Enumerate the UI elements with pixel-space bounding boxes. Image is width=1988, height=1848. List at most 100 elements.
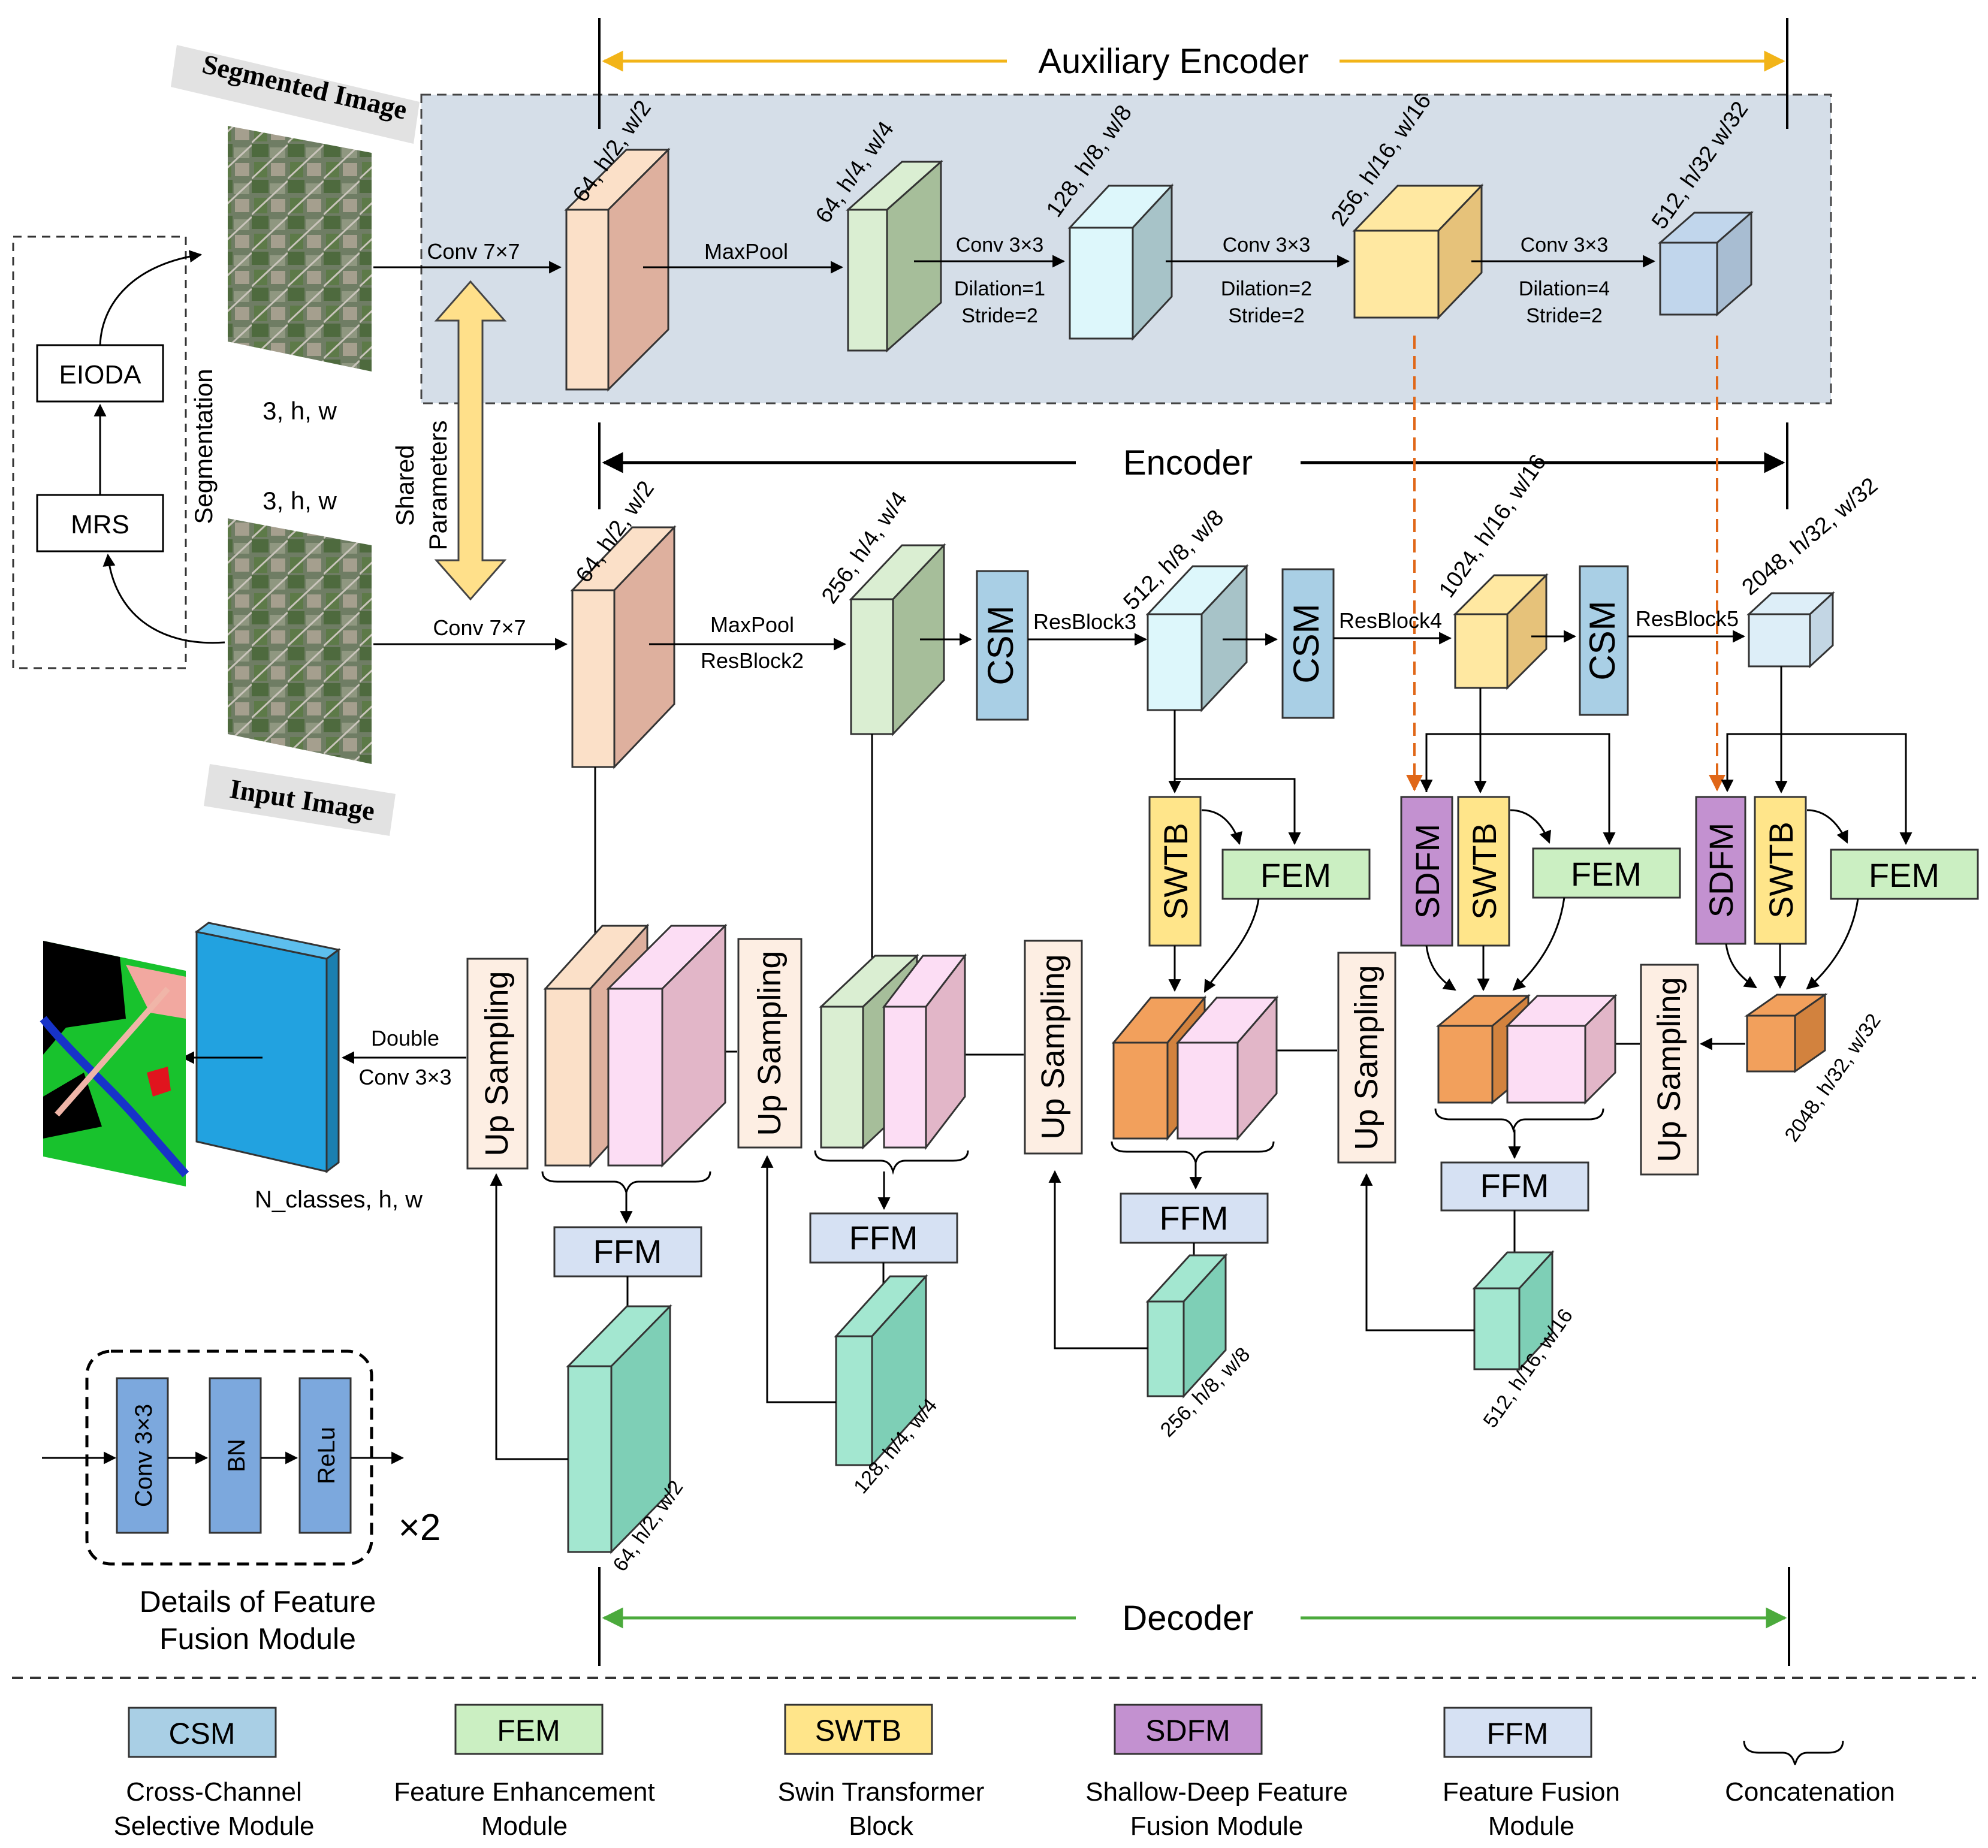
csm-block-2 bbox=[1281, 568, 1335, 719]
concat-brace-4 bbox=[1434, 1108, 1604, 1133]
dec-orange-block-5 bbox=[1744, 993, 1828, 1073]
legend-sdfm-line2: Fusion Module bbox=[1130, 1811, 1304, 1841]
mrs-box bbox=[36, 494, 164, 552]
aux-maxpool-label: MaxPool bbox=[704, 239, 788, 264]
shared-parameters-arrow bbox=[434, 280, 507, 601]
enc-block1 bbox=[570, 525, 677, 769]
ffm-detail-times: ×2 bbox=[399, 1507, 441, 1548]
enc-maxpool-label: MaxPool bbox=[710, 612, 794, 637]
legend-sdfm-line1: Shallow-Deep Feature bbox=[1085, 1777, 1348, 1807]
decoder-title: Decoder bbox=[1122, 1599, 1253, 1638]
mrs-label: MRS bbox=[71, 510, 129, 539]
aux-block2 bbox=[846, 159, 943, 353]
enc-block4 bbox=[1453, 573, 1549, 690]
aux-conv4-dilation: Dilation=4 bbox=[1519, 277, 1610, 300]
legend-csm-line2: Selective Module bbox=[113, 1811, 314, 1841]
upsampling-label-3: Up Sampling bbox=[1349, 965, 1384, 1150]
legend-fem-swatch bbox=[454, 1704, 604, 1755]
input-image bbox=[228, 518, 372, 764]
upsampling-label-4: Up Sampling bbox=[1651, 977, 1687, 1162]
sdfm-block-5 bbox=[1695, 796, 1746, 945]
eioda-label: EIODA bbox=[59, 360, 142, 389]
aux-conv3-label: Conv 3×3 bbox=[1223, 234, 1311, 256]
aux-conv2-label: Conv 3×3 bbox=[956, 234, 1044, 256]
legend-sdfm-swatch bbox=[1114, 1704, 1263, 1755]
ffm-label-4: FFM bbox=[1480, 1167, 1549, 1204]
ffm-label-1: FFM bbox=[593, 1233, 662, 1270]
segmentation-label: Segmentation bbox=[189, 369, 218, 524]
double-label: Double bbox=[371, 1026, 439, 1050]
enc-block2 bbox=[849, 543, 946, 736]
csm-label-1: CSM bbox=[981, 605, 1021, 685]
swtb-block-5 bbox=[1754, 796, 1807, 945]
sdfm-label-4: SDFM bbox=[1408, 824, 1446, 919]
enc-block5 bbox=[1746, 591, 1835, 669]
legend-ffm-key: FFM bbox=[1487, 1717, 1549, 1750]
segmented-image-dims: 3, h, w bbox=[263, 397, 337, 425]
ffm-detail-bn-label: BN bbox=[224, 1439, 250, 1472]
aux-conv4-stride: Stride=2 bbox=[1526, 304, 1603, 327]
legend-ffm-swatch bbox=[1443, 1707, 1592, 1758]
aux-conv1-label: Conv 7×7 bbox=[427, 239, 520, 264]
fem-block-3 bbox=[1221, 848, 1371, 900]
enc-dim5: 2048, h/32, w/32 bbox=[1737, 473, 1883, 600]
upsampling-block-4 bbox=[1640, 964, 1699, 1176]
encoder-title: Encoder bbox=[1123, 443, 1253, 482]
ffm-block-1 bbox=[553, 1226, 702, 1278]
ffm-detail-caption-2: Fusion Module bbox=[159, 1622, 356, 1656]
upsampling-block-2 bbox=[1024, 940, 1083, 1155]
segmented-image-tag bbox=[171, 45, 420, 144]
legend-concat-brace bbox=[1743, 1740, 1844, 1765]
dec-pink-block-4 bbox=[1505, 994, 1618, 1105]
legend-fem-line1: Feature Enhancement bbox=[394, 1777, 654, 1807]
fem-label-5: FEM bbox=[1869, 856, 1939, 894]
csm-block-1 bbox=[976, 570, 1029, 721]
ffm-detail-relu-label: ReLu bbox=[313, 1427, 340, 1484]
dec-mint-block-2 bbox=[834, 1274, 928, 1467]
fem-label-3: FEM bbox=[1260, 856, 1331, 894]
swtb-block-3 bbox=[1148, 796, 1202, 947]
ffm-detail-conv-label: Conv 3×3 bbox=[131, 1404, 157, 1507]
concat-brace-3 bbox=[1111, 1141, 1275, 1166]
auxiliary-encoder-title: Auxiliary Encoder bbox=[1038, 42, 1308, 81]
segmentation-map bbox=[40, 941, 189, 1186]
enc-resblock3-label: ResBlock3 bbox=[1033, 609, 1136, 634]
legend-swtb-swatch bbox=[784, 1704, 933, 1755]
output-block bbox=[194, 922, 341, 1173]
ffm-detail-caption-1: Details of Feature bbox=[140, 1585, 376, 1618]
dec-mint-block-1 bbox=[566, 1304, 672, 1554]
double-conv-label: Conv 3×3 bbox=[358, 1065, 451, 1089]
aux-conv2-stride: Stride=2 bbox=[961, 304, 1038, 327]
segmented-image bbox=[228, 126, 372, 372]
legend-sdfm-key: SDFM bbox=[1145, 1714, 1230, 1747]
upsampling-block-0 bbox=[466, 958, 529, 1170]
csm-block-3 bbox=[1579, 565, 1629, 716]
ffm-detail-conv bbox=[116, 1377, 169, 1534]
preprocess-dashed-box bbox=[12, 235, 187, 669]
dec-pink-block-1 bbox=[606, 923, 728, 1168]
legend-fem-line2: Module bbox=[481, 1811, 568, 1841]
ffm-label-2: FFM bbox=[849, 1219, 918, 1257]
aux-block3 bbox=[1067, 183, 1174, 341]
csm-label-3: CSM bbox=[1582, 600, 1622, 680]
enc-resblock2-label: ResBlock2 bbox=[701, 648, 804, 673]
aux-block1 bbox=[564, 147, 671, 392]
swtb-label-3: SWTB bbox=[1157, 823, 1194, 920]
legend-ffm-line2: Module bbox=[1488, 1811, 1574, 1841]
aux-conv4-label: Conv 3×3 bbox=[1521, 234, 1609, 256]
swtb-block-4 bbox=[1457, 796, 1510, 947]
fem-label-4: FEM bbox=[1571, 855, 1642, 893]
ffm-block-2 bbox=[809, 1212, 958, 1264]
fem-block-4 bbox=[1532, 847, 1681, 899]
upsampling-label-1: Up Sampling bbox=[752, 950, 788, 1136]
sdfm-label-5: SDFM bbox=[1702, 823, 1740, 918]
dec-pink-block-3 bbox=[1175, 995, 1279, 1142]
legend-csm-swatch bbox=[128, 1707, 277, 1758]
ffm-label-3: FFM bbox=[1159, 1199, 1228, 1237]
legend-csm-line1: Cross-Channel bbox=[126, 1777, 301, 1807]
n-classes-label: N_classes, h, w bbox=[255, 1186, 423, 1213]
legend-ffm-line1: Feature Fusion bbox=[1443, 1777, 1620, 1807]
upsampling-block-1 bbox=[737, 938, 803, 1149]
ffm-block-3 bbox=[1120, 1192, 1269, 1244]
